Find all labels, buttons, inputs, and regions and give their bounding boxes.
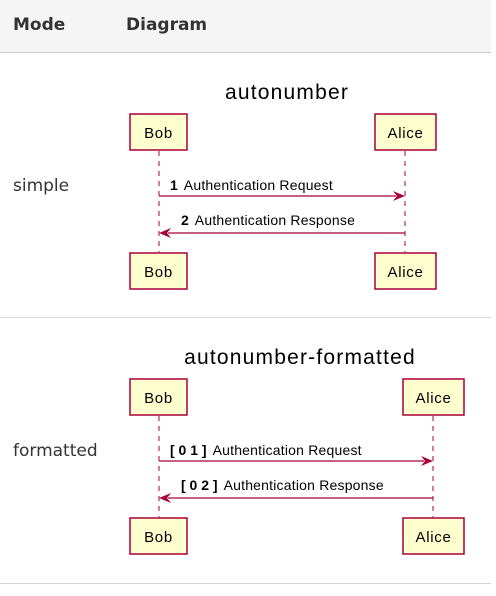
participant-alice-bottom — [374, 252, 437, 290]
participant-alice-top — [374, 113, 437, 151]
arrowhead — [159, 493, 171, 503]
mode-cell: formatted — [13, 441, 98, 461]
participant-label: Alice — [415, 529, 451, 546]
diagram-title: autonumber — [225, 81, 349, 104]
header-diagram: Diagram — [126, 15, 208, 35]
arrowhead — [159, 228, 171, 238]
message-response-label: [ 0 2 ]Authentication Response — [181, 477, 384, 493]
participant-label: Bob — [144, 264, 173, 281]
participant-label: Bob — [144, 125, 173, 142]
participant-alice-bottom — [402, 517, 465, 555]
mode-cell: simple — [13, 176, 70, 196]
participant-label: Bob — [144, 529, 173, 546]
participant-alice-top — [402, 378, 465, 416]
arrowhead — [393, 191, 405, 201]
message-request-label: [ 0 1 ]Authentication Request — [170, 442, 362, 458]
participant-bob-bottom — [129, 252, 188, 290]
participant-bob-top — [129, 378, 188, 416]
participant-label: Alice — [415, 390, 451, 407]
arrowhead — [421, 456, 433, 466]
header-mode: Mode — [13, 15, 66, 35]
participant-label: Alice — [387, 264, 423, 281]
participant-label: Bob — [144, 390, 173, 407]
diagram-title: autonumber-formatted — [184, 346, 416, 369]
participant-label: Alice — [387, 125, 423, 142]
participant-bob-top — [129, 113, 188, 151]
table-header: Mode Diagram — [0, 0, 491, 53]
sequence-diagram-formatted: autonumber-formatted Bob Alice [ 0 1 ]Au… — [129, 346, 465, 555]
table-row-formatted: formatted autonumber-formatted Bob Alice… — [0, 318, 491, 584]
participant-bob-bottom — [129, 517, 188, 555]
